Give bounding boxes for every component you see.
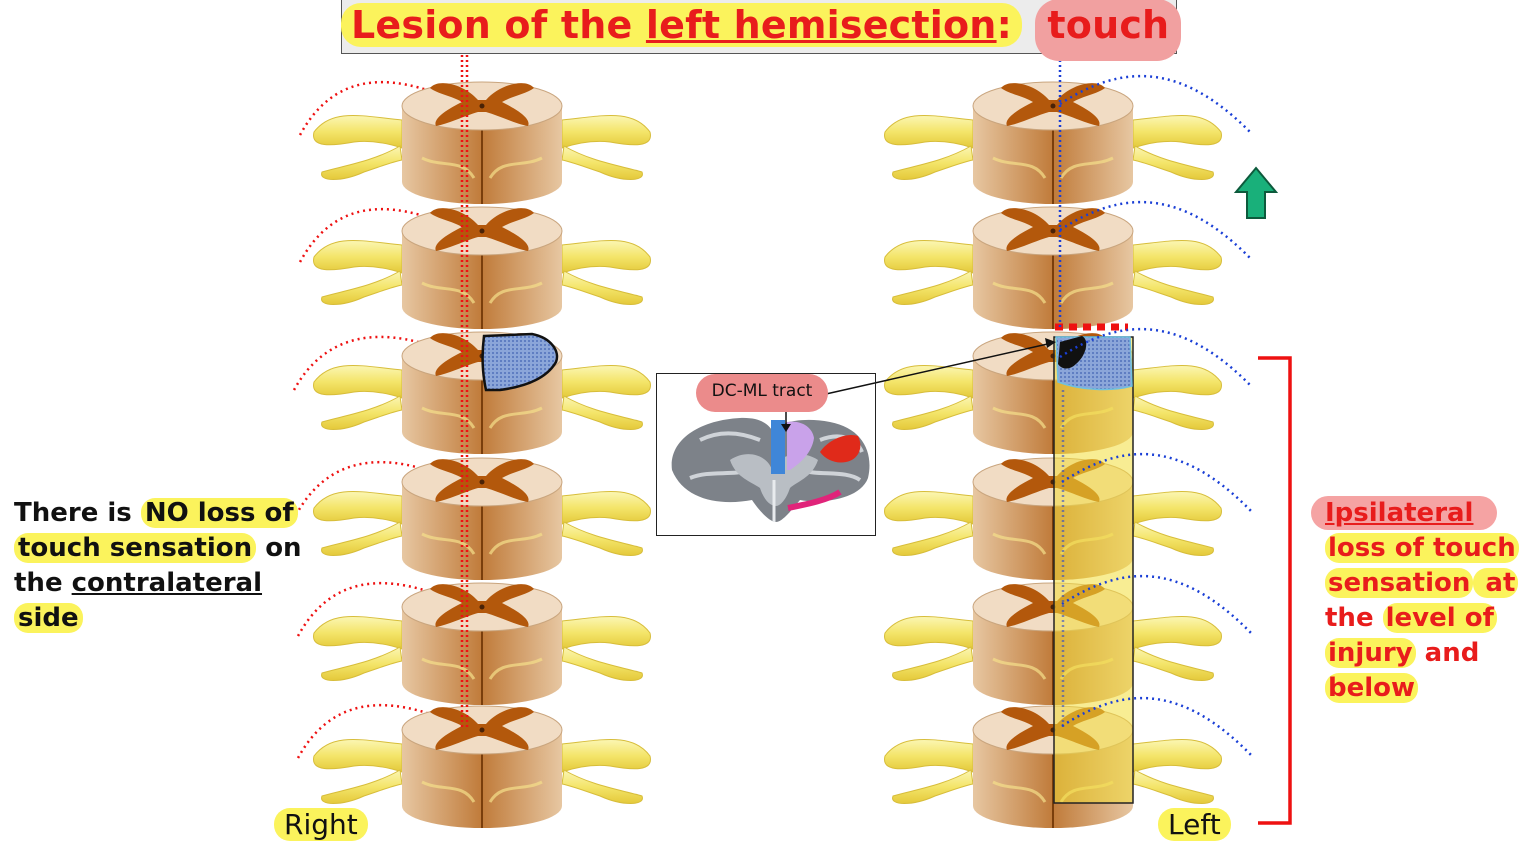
side-label-right: Right [274,808,368,841]
inset-cross-section [671,417,870,522]
right-note-t5: the [1325,603,1383,633]
right-note-t7: injury [1325,638,1416,668]
right-column-segments [312,80,652,830]
left-note-t5: the [14,568,72,598]
right-note-t4: at [1473,568,1519,598]
dcml-tract-label: DC-ML tract [696,374,828,412]
right-note-t6: level of [1382,603,1497,633]
page-title: Lesion of the left hemisection: touch [341,0,1182,61]
dcml-to-lesion-arrow [825,342,1053,395]
contralateral-note: There is NO loss of touch sensation on t… [14,496,314,636]
title-highlight: Lesion of the left hemisection: [341,3,1022,47]
ipsilateral-note: Ipsilateral loss of touch sensation at t… [1311,496,1530,706]
left-column-dermatome-curves [1059,74,1253,757]
title-touch-word: touch [1035,0,1182,61]
lesion-blob [481,332,559,392]
affected-bracket [1258,356,1292,825]
right-note-t9: below [1325,673,1419,703]
left-note-t1: There is [14,498,141,528]
left-note-t2: NO loss of [140,498,298,528]
left-note-t4: on [256,533,302,563]
title-underlined: left hemisection [645,3,997,47]
left-note-t6: contralateral [71,568,263,598]
inset-box [656,373,876,536]
right-note-t1: Ipsilateral [1311,496,1498,530]
left-column-segments [883,80,1223,830]
side-label-left: Left [1158,808,1231,841]
affected-region [1053,336,1134,804]
right-note-t2: loss of touch [1325,533,1519,563]
left-note-t3: touch sensation [14,533,257,563]
left-note-t7: side [14,603,83,633]
right-note-t3: sensation [1325,568,1474,598]
right-note-t8: and [1415,638,1480,668]
title-prefix: Lesion of the [351,3,646,47]
title-colon: : [996,3,1012,47]
up-arrow-icon [1233,166,1279,219]
dcml-lesion-black [1058,336,1087,369]
